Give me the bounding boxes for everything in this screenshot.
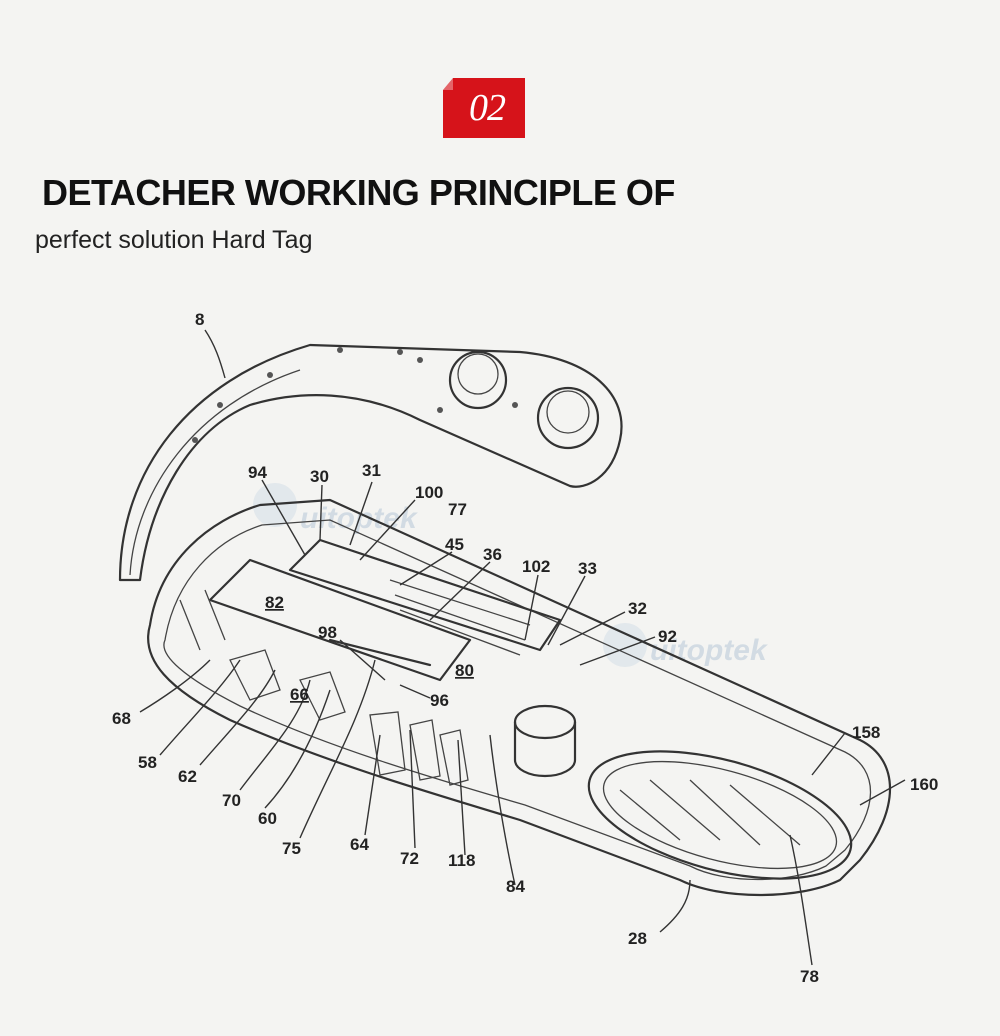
label-72: 72 (400, 849, 419, 868)
label-158: 158 (852, 723, 880, 742)
label-78: 78 (800, 967, 819, 986)
detacher-body (147, 498, 891, 897)
label-31: 31 (362, 461, 381, 480)
label-75: 75 (282, 839, 301, 858)
label-96: 96 (430, 691, 449, 710)
watermark-logo-right (603, 623, 647, 667)
page-subtitle: perfect solution Hard Tag (35, 226, 313, 254)
label-68: 68 (112, 709, 131, 728)
watermark-right: uitoptek (650, 634, 768, 667)
label-98: 98 (318, 623, 337, 642)
label-60: 60 (258, 809, 277, 828)
hook-arm (118, 343, 623, 582)
label-36: 36 (483, 545, 502, 564)
section-number-badge: 02 (443, 78, 525, 138)
label-28: 28 (628, 929, 647, 948)
label-118: 118 (448, 851, 475, 870)
detacher-drawing: uitoptek uitoptek (112, 310, 938, 986)
label-70: 70 (222, 791, 241, 810)
label-66: 66 (290, 685, 309, 704)
label-62: 62 (178, 767, 197, 786)
label-94: 94 (248, 463, 267, 482)
badge-shape (443, 78, 525, 138)
label-64: 64 (350, 835, 369, 854)
label-84: 84 (506, 877, 525, 896)
label-45: 45 (445, 535, 464, 554)
label-77: 77 (448, 500, 467, 519)
label-58: 58 (138, 753, 157, 772)
page-title: DETACHER WORKING PRINCIPLE OF (42, 172, 675, 213)
patent-diagram: uitoptek uitoptek (0, 290, 1000, 1036)
label-33: 33 (578, 559, 597, 578)
leader-lines (139, 329, 906, 966)
label-30: 30 (310, 467, 329, 486)
label-80: 80 (455, 661, 474, 680)
label-32: 32 (628, 599, 647, 618)
label-102: 102 (522, 557, 550, 576)
label-82: 82 (265, 593, 284, 612)
badge-number: 02 (469, 87, 506, 129)
label-92: 92 (658, 627, 677, 646)
label-160: 160 (910, 775, 938, 794)
label-100: 100 (415, 483, 443, 502)
label-8: 8 (195, 310, 204, 329)
reference-numerals: 8 94 30 31 100 77 45 36 102 33 32 92 82 … (112, 310, 938, 986)
